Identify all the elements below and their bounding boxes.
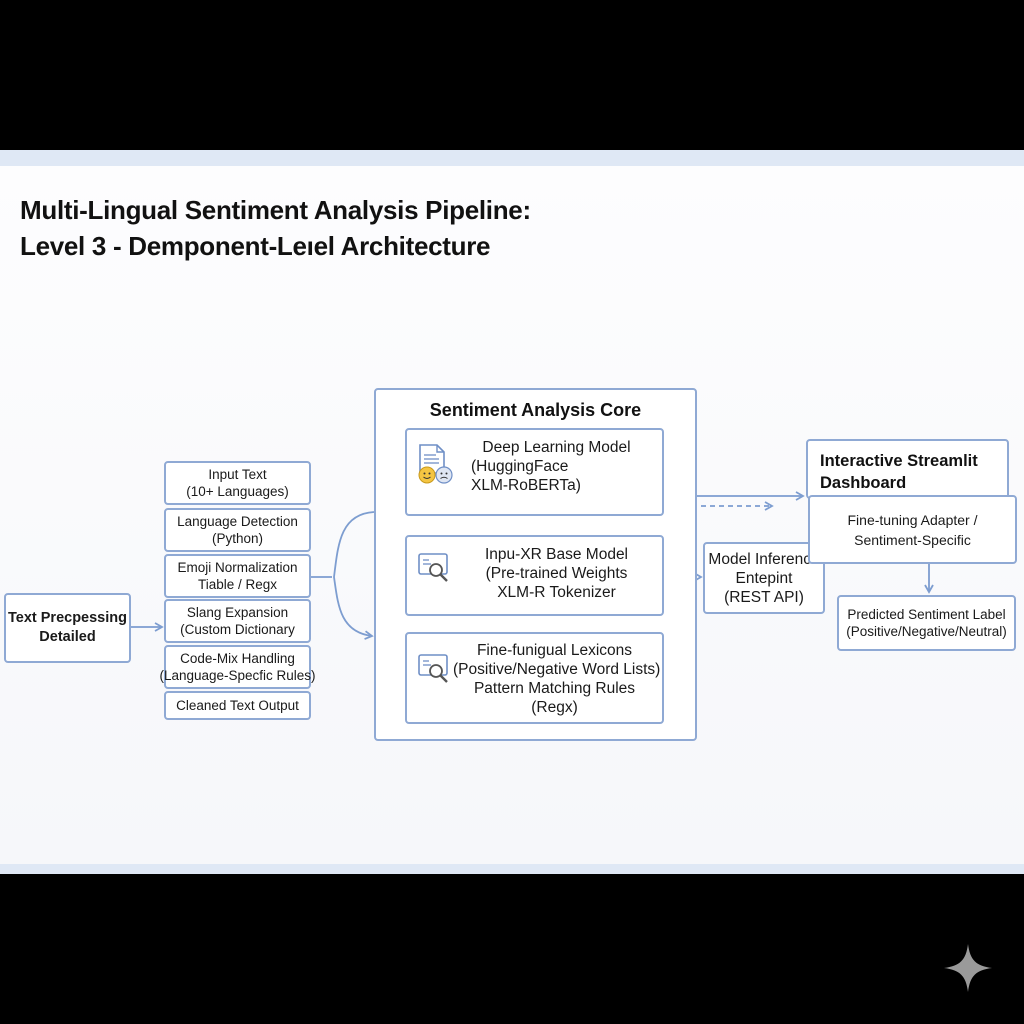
top-band [0,150,1024,166]
deep-learning-line1: Deep Learning Model [482,439,631,456]
search-window-icon [418,553,448,582]
diagram-title-line2: Level 3 - Demponent-Leıel Architecture [20,231,491,261]
step-language-detection: Language Detection (Python) [164,508,311,552]
step-language-detection-line1: Language Detection [177,514,298,529]
step-code-mix-handling: Code-Mix Handling (Language-Specfic Rule… [159,645,316,689]
step-input-text: Input Text (10+ Languages) [164,461,311,505]
adapter-line2: Sentiment-Specific [854,531,971,548]
deep-learning-model-block: Deep Learning Model (HuggingFace XLM-RoB… [405,428,664,516]
step-language-detection-line2: (Python) [211,531,264,546]
streamlit-dashboard-box: Interactive Streamlit Dashboard [806,439,1009,499]
step-emoji-normalization-line1: Emoji Normalization [177,560,298,575]
deep-learning-line3: XLM-RoBERTa) [471,477,581,494]
step-input-text-line1: Input Text [208,467,267,482]
step-code-mix-handling-line1: Code-Mix Handling [180,651,295,666]
text-preprocessing-box: Text Precpessing Detailed [4,593,131,663]
dashboard-title-line1: Interactive Streamlit [820,452,978,470]
sparkle-icon [944,944,992,992]
sentiment-core-title: Sentiment Analysis Core [429,400,642,420]
step-slang-expansion-line2: (Custom Dictionary [180,622,295,637]
dashboard-title-line2: Dashboard [820,474,907,492]
preprocessing-label-line1: Text Precpessing [7,610,127,626]
predicted-line2: (Positive/Negative/Neutral) [846,624,1007,639]
document-emoji-icon [418,444,453,484]
step-slang-expansion-line1: Slang Expansion [186,605,289,620]
step-input-text-line2: (10+ Languages) [186,484,289,499]
step-cleaned-text-output-line1: Cleaned Text Output [176,698,299,713]
step-emoji-normalization: Emoji Normalization Tiable / Regx [164,554,311,598]
lexicons-line3: Pattern Matching Rules [473,680,636,697]
base-model-line1: Inpu-XR Base Model [484,546,629,563]
predicted-line1: Predicted Sentiment Label [847,607,1006,622]
step-emoji-normalization-line2: Tiable / Regx [197,577,278,592]
base-model-line3: XLM-R Tokenizer [497,584,616,601]
lexicons-block: Fine-funigual Lexicons (Positive/Negativ… [405,632,664,724]
step-slang-expansion: Slang Expansion (Custom Dictionary [164,599,311,643]
predicted-sentiment-box: Predicted Sentiment Label (Positive/Nega… [837,595,1016,651]
lexicons-line1: Fine-funigual Lexicons [476,642,633,659]
adapter-line1: Fine-tuning Adapter / [847,511,978,528]
preprocessing-label-line2: Detailed [39,629,96,645]
bottom-band [0,864,1024,874]
step-code-mix-handling-line2: (Language-Specfic Rules) [159,668,316,683]
fine-tuning-adapter-box: Fine-tuning Adapter / Sentiment-Specific [808,495,1017,564]
diagram-title-line1: Multi-Lingual Sentiment Analysis Pipelin… [20,195,531,225]
deep-learning-line2: (HuggingFace [471,458,569,475]
base-model-block: Inpu-XR Base Model (Pre-trained Weights … [405,535,664,616]
inference-line2: Entepint [735,569,793,587]
step-cleaned-text-output: Cleaned Text Output [164,691,311,720]
inference-line1: Model Inference [708,550,820,568]
model-inference-endpoint: Model Inference Entepint (REST API) [703,542,825,614]
search-window-icon [418,654,448,683]
base-model-line2: (Pre-trained Weights [485,565,628,582]
lexicons-line2: (Positive/Negative Word Lists) [453,661,661,678]
lexicons-line4: (Regx) [531,699,578,716]
inference-line3: (REST API) [724,588,804,606]
